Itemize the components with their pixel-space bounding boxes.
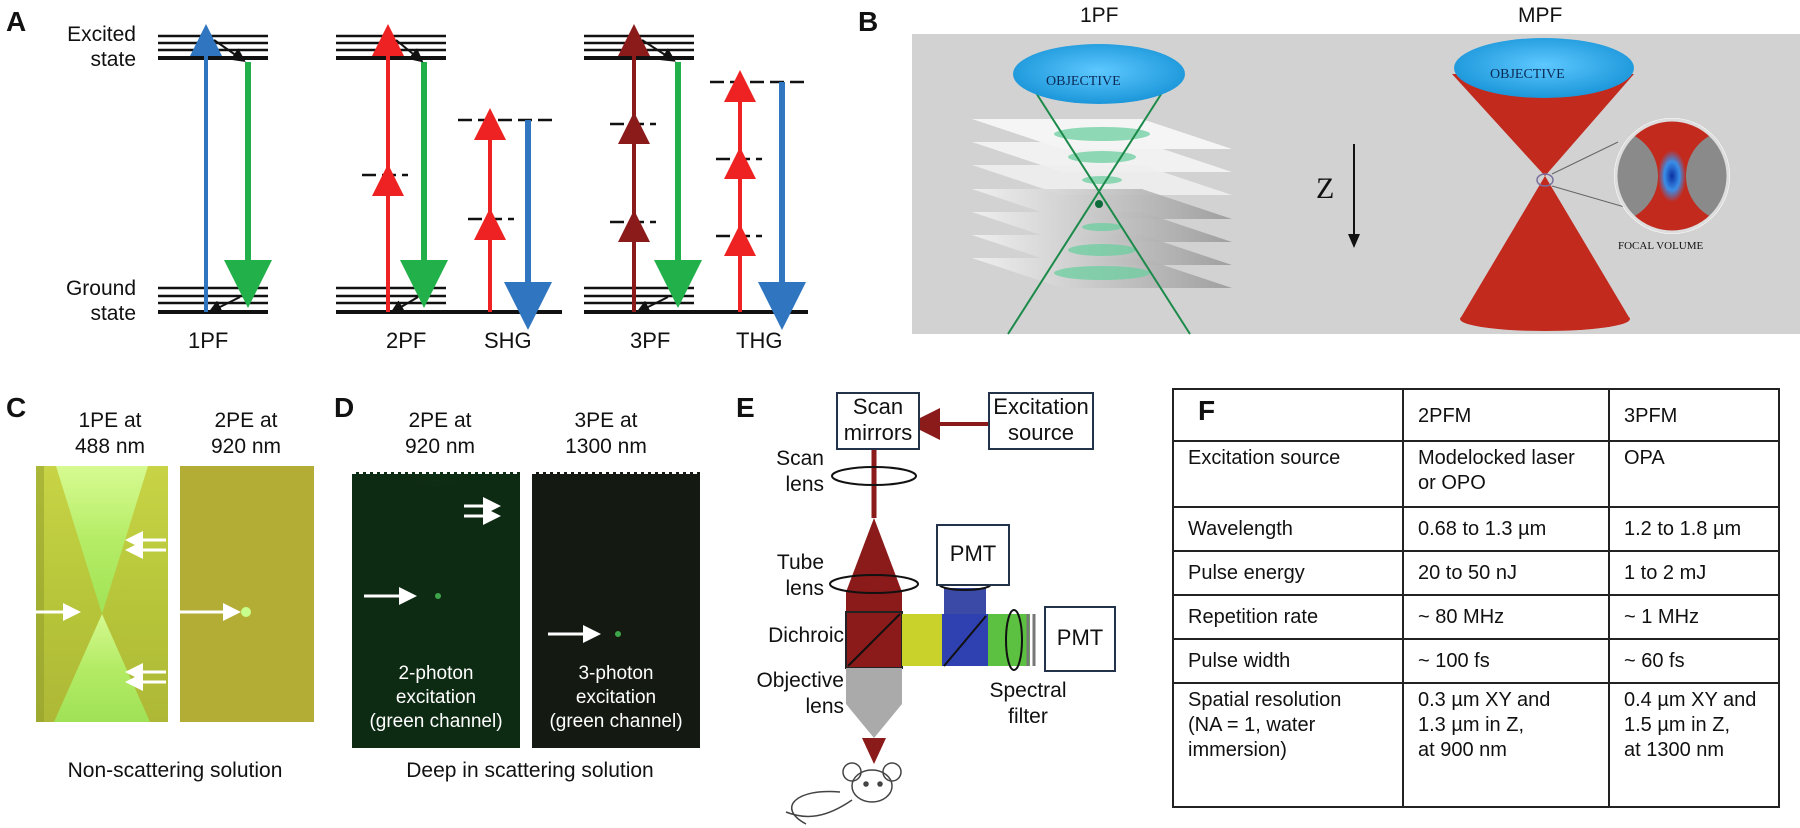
column-header: 3PFM [1608,388,1780,442]
panel-c-left-title: 1PE at 488 nm [74,409,146,458]
table-cell: Modelocked laser or OPO [1402,440,1610,508]
scan-mirrors-box: Scan mirrors [836,392,920,450]
table-row: Pulse energy 20 to 50 nJ 1 to 2 mJ [1172,550,1780,596]
spectral-filter-label: Spectral filter [989,679,1067,728]
scan-lens-label: Scan lens [776,447,824,496]
panel-b-mpf-title: MPF [1518,4,1563,27]
excited-state-label: Excited state [67,23,136,71]
table-row: Repetition rate ~ 80 MHz ~ 1 MHz [1172,594,1780,640]
panel-c-label: C [6,392,27,423]
objective-label-1pf: OBJECTIVE [1046,74,1121,89]
table-row: Pulse width ~ 100 fs ~ 60 fs [1172,638,1780,684]
energy-level-diagram [158,24,808,330]
objective-lens-label: Objective lens [756,669,844,718]
table-cell: ~ 100 fs [1402,638,1610,684]
table-cell: Repetition rate [1172,594,1404,640]
process-3pf-label: 3PF [630,328,671,353]
panel-a-label: A [6,6,27,37]
fluorescence-ellipses [1054,127,1150,280]
table-cell: Excitation source [1172,440,1404,508]
table-cell: 1 to 2 mJ [1608,550,1780,596]
mouse-icon [785,762,902,825]
process-1pf-label: 1PF [188,328,229,353]
levels-group-3 [584,34,808,314]
microscope-schematic [785,408,1036,825]
table-cell: 0.68 to 1.3 µm [1402,506,1610,552]
table-cell: ~ 60 fs [1608,638,1780,684]
table-cell: 0.3 µm XY and 1.3 µm in Z, at 900 nm [1402,682,1610,808]
focal-volume-label: FOCAL VOLUME [1618,240,1704,252]
panel-d-right-inset: 3-photon excitation (green channel) [549,663,683,732]
panel-d-label: D [334,392,355,423]
panel-d-left-title: 2PE at 920 nm [404,409,476,458]
panel-f-label: F [1172,388,1404,442]
table-cell: Spatial resolution (NA = 1, water immers… [1172,682,1404,808]
table-cell: 1.2 to 1.8 µm [1608,506,1780,552]
table-row: Wavelength 0.68 to 1.3 µm 1.2 to 1.8 µm [1172,506,1780,552]
table-cell: Pulse width [1172,638,1404,684]
deep-3pe-photo [532,472,700,748]
table-cell: Pulse energy [1172,550,1404,596]
panel-b-label: B [858,6,879,37]
panel-e-label: E [736,392,755,423]
tube-lens-label: Tube lens [776,551,824,600]
panel-c-arrows [8,531,241,691]
column-header: 2PFM [1402,388,1610,442]
panel-b-1pf-title: 1PF [1080,4,1119,27]
table-row: Excitation source Modelocked laser or OP… [1172,440,1780,508]
z-axis-label: Z [1316,172,1335,205]
1pe-photo [36,466,168,722]
table-cell: ~ 80 MHz [1402,594,1610,640]
levels-group-1 [158,34,268,314]
process-thg-label: THG [736,328,783,353]
table-cell: Wavelength [1172,506,1404,552]
table-cell: ~ 1 MHz [1608,594,1780,640]
panel-c-right-title: 2PE at 920 nm [210,409,282,458]
objective-label-mpf: OBJECTIVE [1490,67,1565,82]
ground-state-label: Ground state [65,277,136,325]
focal-volume-diagram [912,34,1800,335]
process-shg-label: SHG [484,328,532,353]
2pe-photo [180,466,314,722]
panel-d-right-title: 3PE at 1300 nm [565,409,647,458]
table-cell: 20 to 50 nJ [1402,550,1610,596]
pmt-top-box: PMT [936,524,1010,586]
dichroic-label: Dichroic [768,624,844,647]
table-header-row: F 2PFM 3PFM [1172,388,1780,442]
table-row: Spatial resolution (NA = 1, water immers… [1172,682,1780,808]
panel-d-arrows [364,497,601,643]
panel-d-left-inset: 2-photon excitation (green channel) [369,663,503,732]
excitation-source-box: Excitation source [988,392,1094,450]
table-cell: 0.4 µm XY and 1.5 µm in Z, at 1300 nm [1608,682,1780,808]
panel-c-caption: Non-scattering solution [67,759,283,782]
pmt-right-box: PMT [1044,606,1116,672]
comparison-table: F 2PFM 3PFM Excitation source Modelocked… [1172,388,1780,808]
table-cell: OPA [1608,440,1780,508]
panel-d-caption: Deep in scattering solution [406,759,654,782]
process-2pf-label: 2PF [386,328,427,353]
